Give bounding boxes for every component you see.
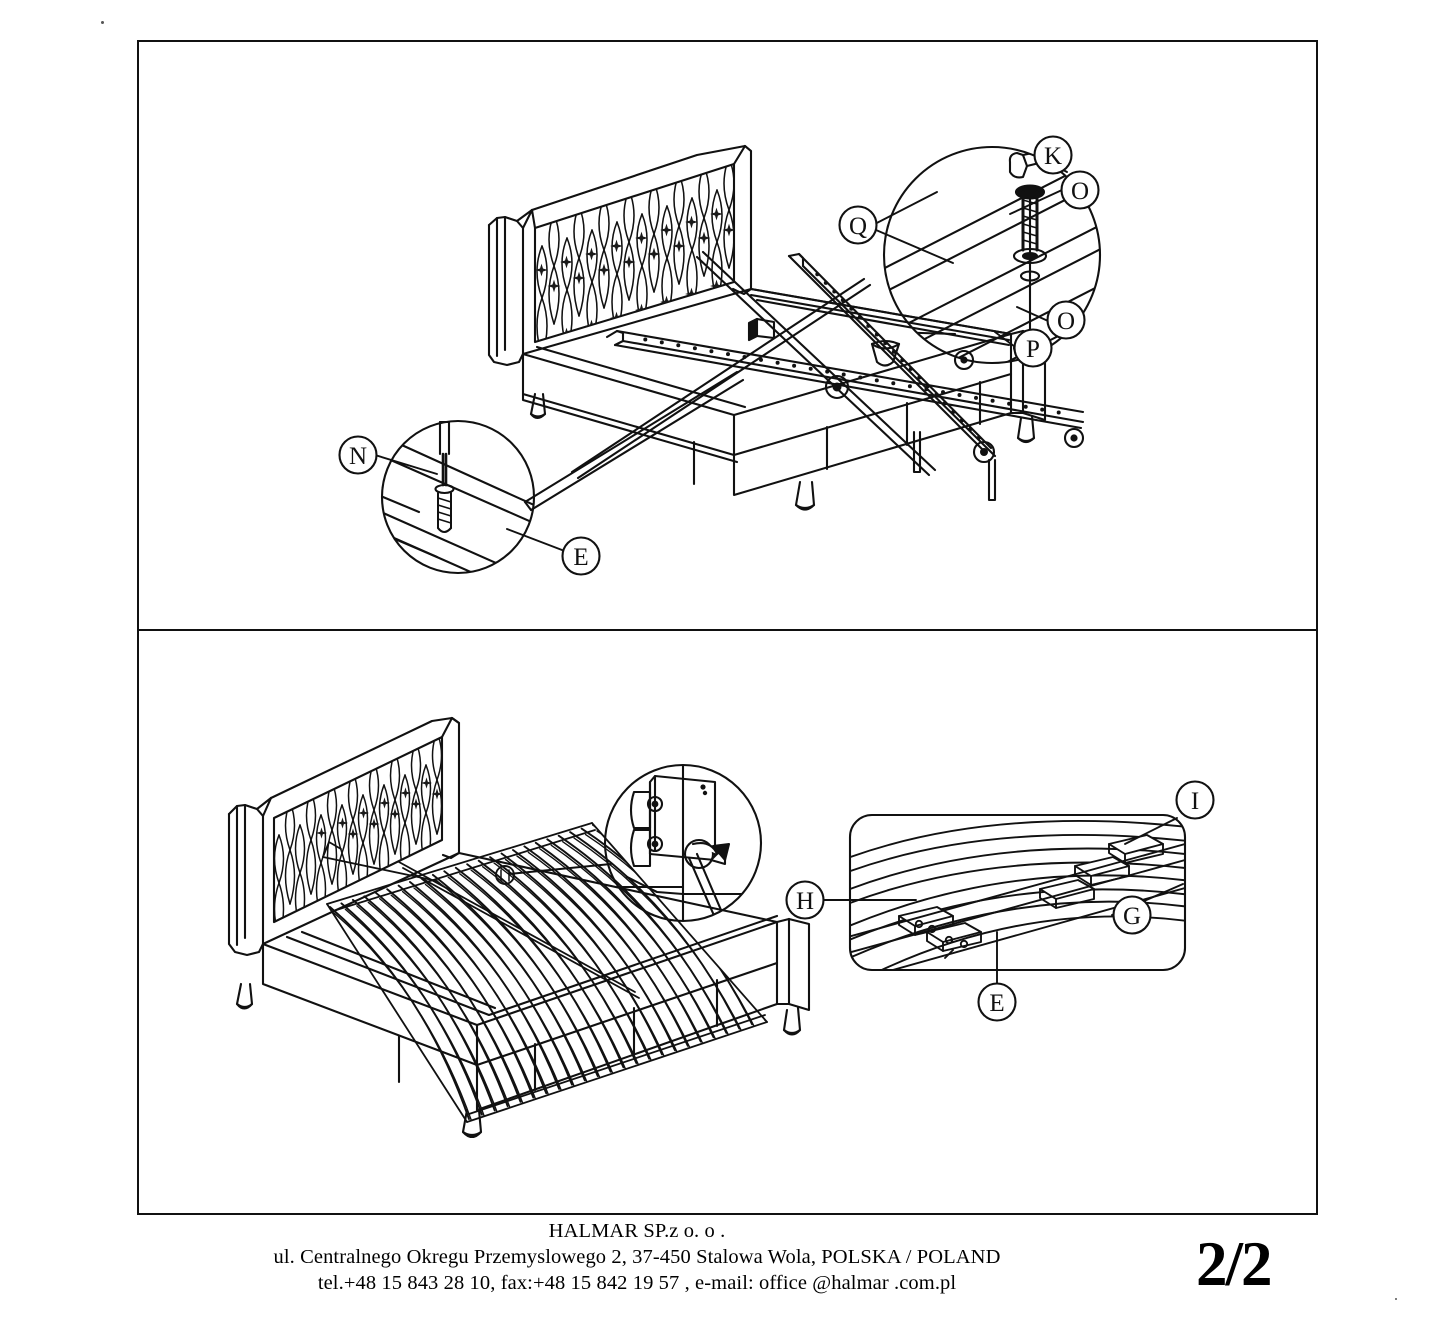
- footer-contact: tel.+48 15 843 28 10, fax:+48 15 842 19 …: [317, 1272, 957, 1295]
- leader-E: [506, 528, 563, 551]
- callout-E[interactable]: E: [561, 536, 601, 576]
- callout-E[interactable]: E: [977, 982, 1017, 1022]
- slat-base: [322, 822, 768, 1123]
- callout-label: G: [1123, 903, 1141, 930]
- callout-G[interactable]: G: [1112, 895, 1152, 935]
- dowel-screw: [434, 420, 455, 534]
- headboard-tufting: [535, 164, 734, 342]
- detail-circle-dowel-screw: [380, 419, 536, 575]
- bed-illustration-bottom: [227, 716, 811, 1139]
- callout-O-lower[interactable]: O: [1046, 300, 1086, 340]
- leader-Q: [868, 191, 938, 228]
- callout-label: P: [1026, 336, 1040, 363]
- callout-O-upper[interactable]: O: [1060, 170, 1100, 210]
- detail-circle-outline: [380, 419, 536, 575]
- detail-circle-corner-bracket: [603, 763, 763, 923]
- footer-company-info: HALMAR SP.z o. o . ul. Centralnego Okreg…: [137, 1218, 1137, 1297]
- callout-Q[interactable]: Q: [838, 205, 878, 245]
- bed-illustration-top: [487, 144, 1085, 512]
- leader-O1: [1009, 189, 1063, 215]
- callout-K[interactable]: K: [1033, 135, 1073, 175]
- leader-Q-2: [868, 226, 954, 264]
- leader-I: [1124, 817, 1178, 845]
- instruction-sheet-frame: [137, 40, 1318, 1215]
- callout-labels-top: Q K O O P N E: [338, 135, 1100, 576]
- callout-label: E: [573, 544, 588, 571]
- bed-feet: [235, 982, 802, 1139]
- bed-feet: [529, 392, 1036, 511]
- corner-speck-top-left: [101, 21, 104, 24]
- page-number: 2/2: [1196, 1229, 1273, 1299]
- callout-I[interactable]: I: [1175, 780, 1215, 820]
- leader-bracket-detail: [495, 863, 612, 885]
- detail-panel-contents: [850, 820, 1185, 970]
- callout-labels-bottom: H I G E: [785, 780, 1215, 1022]
- callout-H[interactable]: H: [785, 880, 825, 920]
- bed-base-box: [261, 851, 811, 1112]
- leader-N: [374, 454, 438, 475]
- callout-label: E: [989, 990, 1004, 1017]
- headboard: [487, 144, 753, 367]
- leader-lines-top: [374, 154, 1068, 551]
- callout-label: N: [349, 443, 367, 470]
- panel-top-assembly-step: Q K O O P N E: [137, 42, 1318, 629]
- corner-speck-bottom-right: [1395, 1298, 1397, 1300]
- callout-label: Q: [849, 213, 867, 240]
- detail-circle-outline: [603, 763, 763, 923]
- panel-bottom-assembly-step: H I G E: [137, 632, 1318, 1215]
- center-support-beams: [523, 250, 1085, 512]
- callout-P[interactable]: P: [1013, 328, 1053, 368]
- callout-label: O: [1057, 308, 1075, 335]
- callout-label: I: [1191, 788, 1199, 815]
- panel-divider: [137, 629, 1318, 631]
- callout-label: O: [1071, 178, 1089, 205]
- footer-address: ul. Centralnego Okregu Przemyslowego 2, …: [273, 1246, 1001, 1269]
- slat-holder-detail-panel: [848, 813, 1187, 972]
- footer-company-name: HALMAR SP.z o. o .: [548, 1220, 726, 1242]
- detail-circle-outline: [882, 145, 1102, 365]
- callout-label: K: [1044, 143, 1062, 170]
- callout-label: H: [796, 888, 814, 915]
- detail-panel-outline: [848, 813, 1187, 972]
- callout-N[interactable]: N: [338, 435, 378, 475]
